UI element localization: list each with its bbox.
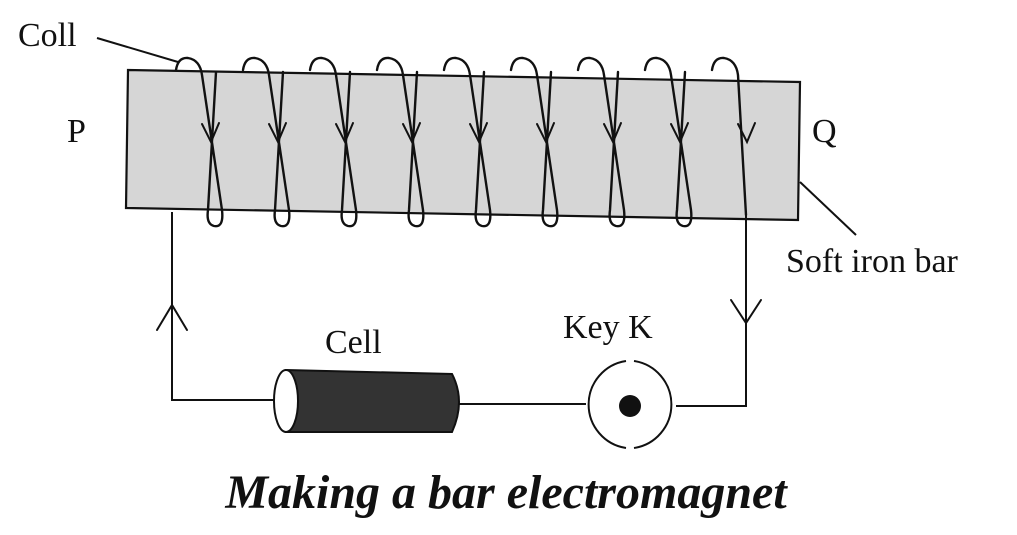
key-label: Key K	[563, 309, 653, 346]
coil-current-arrow	[603, 122, 622, 145]
coil-current-arrow	[402, 122, 421, 145]
coil-windings	[174, 56, 756, 228]
coil-turn	[442, 56, 492, 228]
coil-current-arrow	[201, 122, 220, 145]
coil-turn	[375, 56, 425, 228]
key-contact-dot	[619, 395, 641, 417]
coil-turn	[710, 56, 756, 217]
key-arc-left	[587, 360, 627, 449]
soft-iron-bar	[124, 68, 802, 222]
coil-current-arrow	[670, 122, 689, 145]
coil-turn	[308, 56, 358, 228]
wire-left	[171, 212, 284, 401]
key-switch	[587, 360, 673, 449]
current-arrow-down	[730, 299, 762, 325]
coil-current-arrow	[536, 122, 555, 145]
coil-current-arrow	[268, 122, 287, 145]
soft-iron-bar-label: Soft iron bar	[786, 243, 959, 280]
coil-turn	[576, 56, 626, 228]
coil-turn	[509, 56, 559, 228]
coil-turn	[643, 56, 693, 228]
bar-leader-line	[799, 181, 857, 236]
coil-leader-line	[96, 37, 179, 63]
coil-current-arrow	[469, 122, 488, 145]
end-p-label: P	[67, 113, 86, 150]
cell-battery	[273, 368, 460, 433]
key-arc-right	[633, 360, 673, 449]
coil-current-arrow	[737, 122, 756, 145]
coil-label: Coll	[18, 17, 77, 54]
coil-turn	[174, 56, 224, 228]
end-q-label: Q	[812, 113, 837, 150]
coil-current-arrow	[335, 122, 354, 145]
cell-terminal-end	[273, 369, 299, 433]
coil-turn	[241, 56, 291, 228]
diagram-caption: Making a bar electromagnet	[224, 466, 788, 519]
wire-right	[676, 215, 747, 407]
cell-label: Cell	[325, 324, 382, 361]
current-arrow-up	[156, 303, 188, 331]
